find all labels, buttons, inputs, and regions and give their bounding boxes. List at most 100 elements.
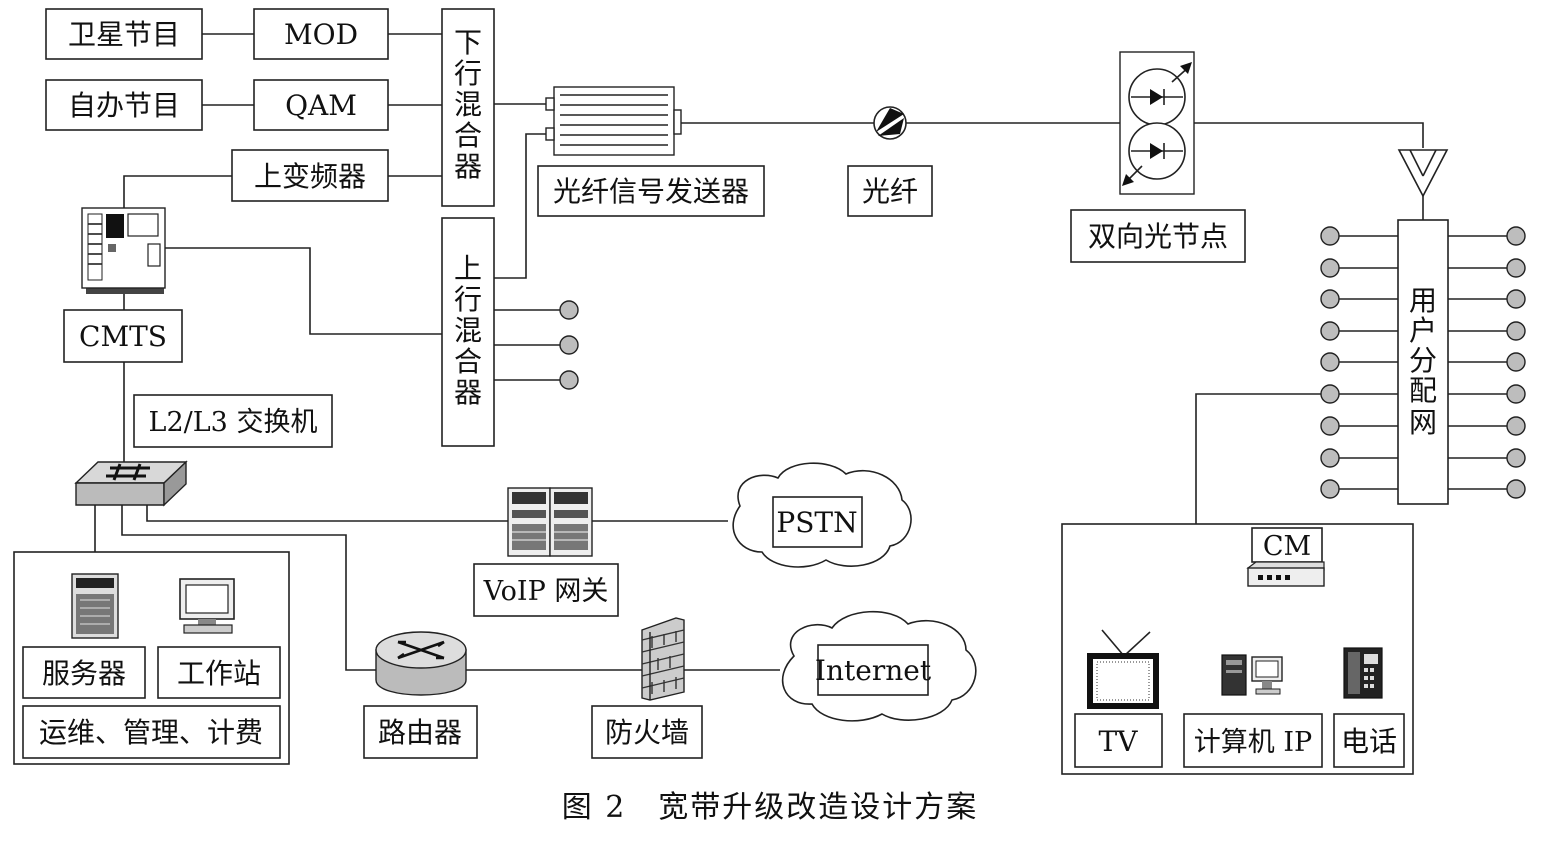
qam-box: QAM [253,79,389,131]
port-circle [1506,258,1526,278]
downstream-mixer-char: 下 [454,26,482,59]
port-circle [1506,226,1526,246]
switch-label: L2/L3 交换机 [149,407,318,438]
port-circle [1320,352,1340,372]
upconverter-box: 上变频器 [231,149,389,202]
downstream-mixer-char: 混 [454,88,482,121]
distribution-char: 配 [1409,374,1437,407]
switch-label-box: L2/L3 交换机 [133,394,333,448]
firewall-label: 防火墙 [605,716,689,749]
phone-label-box: 电话 [1333,713,1405,768]
downstream-mixer-box: 下 行 混 合 器 [441,8,495,207]
cm-label: CM [1263,531,1311,562]
port-circle [1506,352,1526,372]
pstn-label: PSTN [776,506,857,539]
phone-icon [1343,647,1383,699]
distribution-ports [1320,226,1526,499]
optical-node-label-box: 双向光节点 [1070,209,1246,263]
fiber-label: 光纤 [862,175,918,208]
tv-label-box: TV [1074,713,1163,768]
port-circle [1320,384,1340,404]
cable-modem-icon [1246,561,1325,587]
tv-label: TV [1099,725,1139,758]
downstream-mixer-char: 行 [454,57,482,90]
port-circle [559,335,579,355]
user-distribution-box: 用 户 分 配 网 [1397,219,1449,505]
tv-icon [1087,629,1159,709]
own-program-box: 自办节目 [45,79,203,131]
port-circle [559,370,579,390]
fiber-connector-icon [873,106,907,140]
port-circle [1506,321,1526,341]
upconverter-label: 上变频器 [254,160,366,193]
cm-label-box: CM [1251,527,1323,563]
workstation-label-box: 工作站 [157,646,281,699]
distribution-char: 分 [1409,344,1437,377]
upstream-mixer-char: 器 [454,376,482,409]
port-circle [1320,448,1340,468]
distribution-char: 户 [1409,314,1437,347]
workstation-label: 工作站 [177,657,261,690]
phone-label: 电话 [1341,725,1397,758]
optical-transmitter-icon [545,86,682,156]
computer-icon [1221,654,1283,696]
voip-label-box: VoIP 网关 [473,563,619,617]
internet-label-box: Internet [815,644,932,696]
voip-label: VoIP 网关 [483,576,609,607]
ops-label: 运维、管理、计费 [39,716,263,749]
server-label-box: 服务器 [22,646,146,699]
upstream-mixer-char: 上 [454,252,482,285]
computer-label-box: 计算机 IP [1183,713,1323,768]
downstream-mixer-char: 合 [454,119,482,152]
upstream-mixer-char: 行 [454,283,482,316]
switch-icon [74,460,188,507]
amplifier-icon [1397,149,1449,198]
port-circle [1506,289,1526,309]
router-icon [375,631,467,696]
server-label: 服务器 [42,657,126,690]
firewall-icon [641,617,685,701]
internet-label: Internet [815,654,932,687]
port-circle [1320,289,1340,309]
optical-node-icon [1119,51,1195,195]
cmts-device-icon [81,207,166,294]
mod-box: MOD [253,8,389,60]
port-circle [1320,416,1340,436]
qam-label: QAM [285,89,357,122]
ops-label-box: 运维、管理、计费 [22,705,281,759]
port-circle [559,300,579,320]
workstation-icon [179,578,235,634]
pstn-label-box: PSTN [772,496,863,548]
router-label-box: 路由器 [363,705,478,759]
server-icon [71,573,119,639]
downstream-mixer-char: 器 [454,150,482,183]
sat-program-box: 卫星节目 [45,8,203,60]
port-circle [1320,226,1340,246]
port-circle [1506,384,1526,404]
voip-gateway-icon [507,487,593,557]
sat-program-label: 卫星节目 [68,18,180,51]
port-circle [1320,321,1340,341]
port-circle [1506,416,1526,436]
fiber-label-box: 光纤 [847,165,933,217]
figure-caption: 图 2 宽带升级改造设计方案 [562,790,979,825]
cmts-label-box: CMTS [63,309,183,363]
distribution-char: 用 [1409,284,1437,317]
computer-label: 计算机 IP [1194,727,1312,758]
upstream-mixer-char: 混 [454,314,482,347]
transmitter-label-box: 光纤信号发送器 [537,165,765,217]
transmitter-label: 光纤信号发送器 [553,175,749,208]
mod-label: MOD [284,18,358,51]
firewall-label-box: 防火墙 [591,705,703,759]
distribution-char: 网 [1409,406,1437,439]
port-circle [1320,479,1340,499]
own-program-label: 自办节目 [68,89,180,122]
port-circle [1320,258,1340,278]
port-circle [1506,448,1526,468]
cmts-label: CMTS [79,320,167,353]
optical-node-label: 双向光节点 [1088,220,1228,253]
upstream-mixer-box: 上 行 混 合 器 [441,217,495,447]
port-circle [1506,479,1526,499]
router-label: 路由器 [378,716,462,749]
